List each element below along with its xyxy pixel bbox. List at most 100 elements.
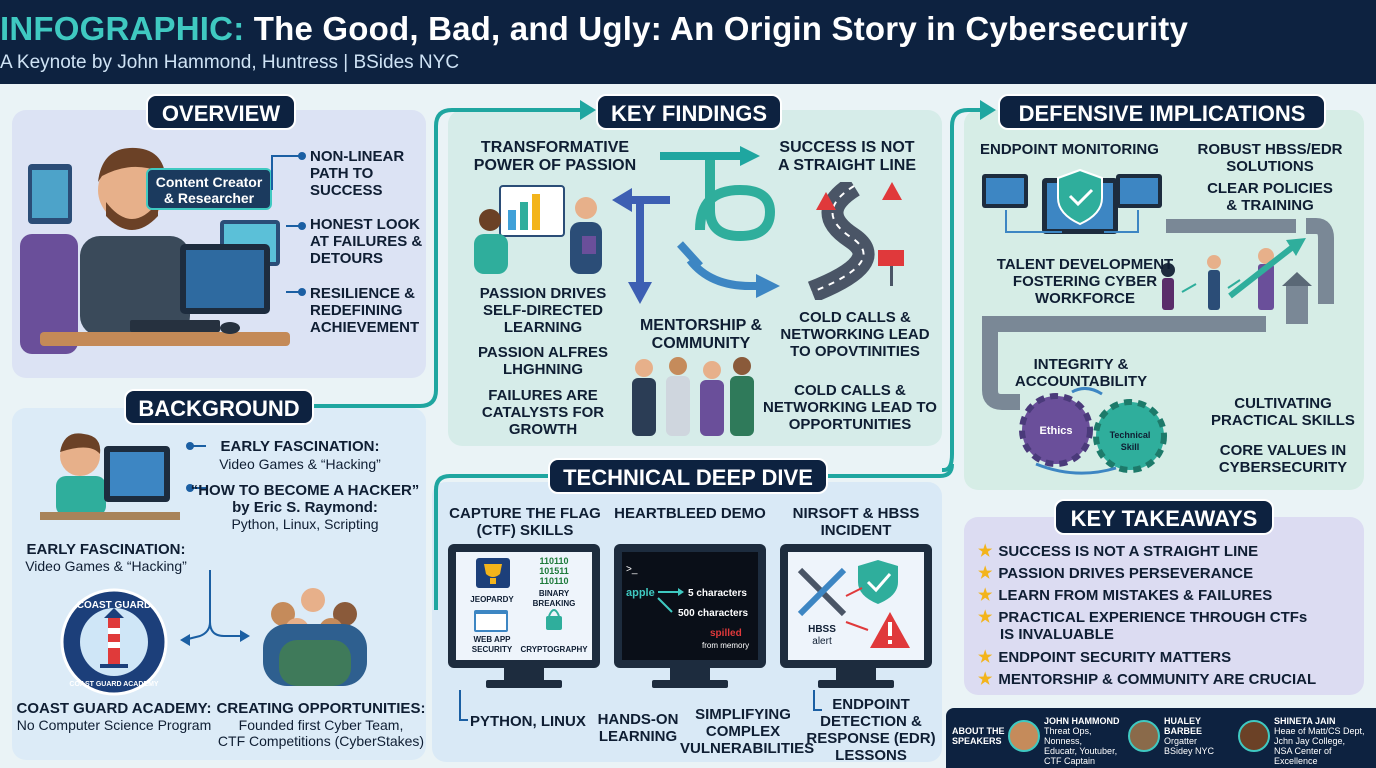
page-title: INFOGRAPHIC: The Good, Bad, and Ugly: An… [0,10,1376,48]
binary-line-1: 110110 [539,556,568,566]
takeaway-text: PASSION DRIVES PERSEVERANCE [998,565,1254,582]
coast-guard-seal: COAST GUARD COAST GUARD ACADEMY [60,588,168,696]
bg-item-3-sub: Video Games & “Hacking” [25,558,187,574]
robust-line-1: ROBUST HBSS/EDR [1197,141,1343,158]
robust-line-2: SOLUTIONS [1226,158,1314,175]
branch-connector [180,570,250,646]
edr-line-4: LESSONS [835,747,907,764]
star-icon: ★ [978,671,993,688]
takeaway-text: LEARN FROM MISTAKES & FAILURES [998,587,1273,604]
seal-bottom-text: COAST GUARD ACADEMY [69,681,159,688]
hands-on-line-1: HANDS-ON [597,711,679,728]
ctf-crypto: CRYPTOGRAPHY [520,645,588,654]
speaker-2-line-1: Orgatter [1164,736,1198,746]
star-icon: ★ [978,609,993,626]
title-accent: INFOGRAPHIC: [0,10,245,47]
cold-calls-2-line-3: OPPORTUNITIES [788,416,912,433]
success-line-1: SUCCESS IS NOT [779,139,915,156]
speaker-1: JOHN HAMMOND Threat Ops, Nonness, Educat… [1044,716,1128,766]
findings-heading: KEY FINDINGS [596,94,782,130]
simplifying-line-2: COMPLEX [705,723,781,740]
transform-line-1: TRANSFORMATIVE [480,139,630,156]
ctf-webapp-1: WEB APP [473,635,511,644]
bg-item-2-title-1: “HOW TO BECOME A HACKER” [190,482,420,499]
speaker-2-name: HUALEY BARBEE [1164,716,1203,736]
passion-drives-line-1: PASSION DRIVES [479,285,607,302]
clear-policies: CLEAR POLICIES & TRAINING [1188,180,1352,214]
avatar [1128,720,1160,752]
simplifying-line-3: VULNERABILITIES [680,740,815,757]
talent-line-1: TALENT DEVELOPMENT [996,256,1174,273]
five-chars-text: 5 characters [688,588,747,599]
takeaways-heading: KEY TAKEAWAYS [1054,499,1274,535]
integrity-line-2: ACCOUNTABILITY [1014,373,1148,390]
nirsoft-heading-line-2: INCIDENT [820,522,892,539]
nirsoft-monitor: HBSS alert [780,544,932,688]
edr-lessons: ENDPOINT DETECTION & RESPONSE (EDR) LESS… [804,696,938,764]
overview-point-2: HONEST LOOK AT FAILURES & DETOURS [310,216,425,267]
role-label-1: Content Creator [155,174,263,190]
passion-alfres: PASSION ALFRES LHGHNING [458,344,628,378]
overview-point-3-line-2: REDEFINING [310,302,403,319]
winding-road-illustration [807,182,904,300]
bg-item-1-title: EARLY FASCINATION: [220,438,380,455]
title-text: The Good, Bad, and Ugly: An Origin Story… [253,10,1189,47]
robust-hbss: ROBUST HBSS/EDR SOLUTIONS [1188,141,1352,175]
binary-line-2: 101511 [539,566,569,576]
technical-label-1: Technical [1110,430,1151,440]
avatar [1238,720,1270,752]
overview-point-3-line-3: ACHIEVEMENT [310,319,420,336]
background-connectors [186,442,206,492]
avatar [1008,720,1040,752]
heartbleed-heading: HEARTBLEED DEMO [614,505,766,522]
core-values-line-2: CYBERSECURITY [1218,459,1348,476]
ctf-webapp-2: SECURITY [472,645,513,654]
technical-label-2: Skill [1121,442,1140,452]
bg-item-2-title-2: by Eric S. Raymond: [232,499,378,516]
failures-line-3: GROWTH [508,421,578,438]
cultivating: CULTIVATING PRACTICAL SKILLS [1208,395,1358,429]
speakers-label: ABOUT THE SPEAKERS [952,726,1008,746]
passion-alfres-line-1: PASSION ALFRES [477,344,608,361]
speaker-1-line-3: CTF Captain [1044,756,1096,766]
overview-point-2-line-3: DETOURS [310,250,384,267]
ctf-heading-line-2: (CTF) SKILLS [476,522,574,539]
ctf-binary-1: BINARY [539,589,570,598]
spilled-text: spilled [710,628,742,639]
takeaway-item: ★SUCCESS IS NOT A STRAIGHT LINE [978,543,1358,560]
edr-line-2: DETECTION & [820,713,922,730]
cultivating-line-1: CULTIVATING [1234,395,1332,412]
cold-calls-1-line-1: COLD CALLS & [799,309,911,326]
opp-title: CREATING OPPORTUNITIES: [216,700,426,717]
seal-top-text: COAST GUARD [77,600,151,611]
ctf-heading-line-1: CAPTURE THE FLAG [449,505,601,522]
takeaway-item: ★PRACTICAL EXPERIENCE THROUGH CTFs [978,609,1358,626]
takeaway-item: ★LEARN FROM MISTAKES & FAILURES [978,587,1358,604]
speaker-3-line-3: NSA Center of Excellence [1274,746,1332,766]
speaker-3-name: SHINETA JAIN [1274,716,1336,726]
overview-point-2-line-2: AT FAILURES & [310,233,423,250]
cold-calls-1: COLD CALLS & NETWORKING LEAD TO OPOVTINI… [772,309,938,360]
deepdive-heading: TECHNICAL DEEP DIVE [548,458,828,494]
nirsoft-heading-line-1: NIRSOFT & HBSS [792,505,920,522]
overview-point-1-line-3: SUCCESS [310,182,383,199]
integrity-line-1: INTEGRITY & [1033,356,1129,373]
talent-line-2: FOSTERING CYBER [1012,273,1158,290]
coast-sub: No Computer Science Program [16,717,212,733]
integrity: INTEGRITY & ACCOUNTABILITY [996,356,1166,390]
ethics-label: Ethics [1039,425,1072,437]
passion-drives-line-2: SELF-DIRECTED [483,302,603,319]
failures-line-1: FAILURES ARE [488,387,598,404]
defensive-heading: DEFENSIVE IMPLICATIONS [998,94,1326,130]
cold-calls-2-line-2: NETWORKING LEAD TO [763,399,937,416]
terminal-prompt: >_ [626,564,638,575]
speaker-2-line-2: BSidey NYC [1164,746,1215,756]
speakers-label-2: SPEAKERS [952,736,1002,746]
overview-point-1: NON-LINEAR PATH TO SUCCESS [310,148,425,199]
speaker-3-line-1: Heae of Matt/CS Dept, [1274,726,1365,736]
star-icon: ★ [978,543,993,560]
clear-line-2: & TRAINING [1226,197,1314,214]
mentorship: MENTORSHIP & COMMUNITY [626,317,776,353]
bg-item-2-sub: Python, Linux, Scripting [231,516,379,532]
